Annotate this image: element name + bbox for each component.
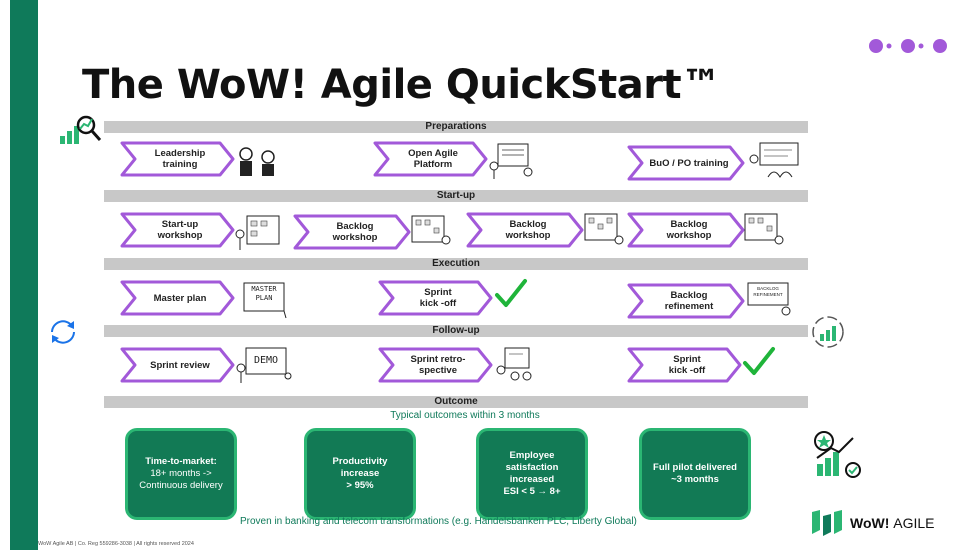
step-startup-workshop: Start-up workshop — [120, 212, 235, 248]
brand-side-bar — [10, 0, 38, 550]
proven-caption: Proven in banking and telecom transforma… — [240, 516, 637, 527]
wow-agile-logo: WoW! AGILE — [812, 510, 935, 536]
step-master-plan: Master plan — [120, 280, 235, 316]
outcome-time-to-market: Time-to-market: 18+ months -> Continuous… — [125, 428, 237, 520]
outcome-productivity: Productivity increase > 95% — [304, 428, 416, 520]
step-open-agile-platform: Open Agile Platform — [373, 141, 488, 177]
outcome-full-pilot: Full pilot delivered ~3 months — [639, 428, 751, 520]
growth-star-check-icon — [814, 431, 861, 478]
step-sprint-review: Sprint review — [120, 347, 235, 383]
demo-sketch: DEMO — [236, 346, 292, 384]
backlog-sketch-icon-2 — [584, 213, 624, 245]
platform-sketch-icon — [489, 143, 533, 179]
phase-bar-outcome: Outcome — [104, 396, 808, 408]
phase-bar-startup: Start-up — [104, 190, 808, 202]
checkmark-icon — [495, 279, 527, 307]
phase-bar-execution: Execution — [104, 258, 808, 270]
retrospective-sketch-icon — [496, 347, 532, 381]
step-backlog-workshop-2: Backlog workshop — [466, 212, 584, 248]
step-buo-po-training: BuO / PO training — [627, 145, 745, 181]
leadership-sketch-icon — [239, 147, 275, 176]
backlog-refinement-sketch: BACKLOG REFINEMENT — [744, 281, 794, 319]
growth-cycle-icon — [812, 316, 844, 348]
phase-bar-followup: Follow-up — [104, 325, 808, 337]
cycle-arrows-icon — [51, 320, 75, 344]
step-backlog-refinement: Backlog refinement — [627, 283, 745, 319]
page-title: The WoW! Agile QuickStart™ — [82, 62, 721, 108]
growth-magnifier-icon — [60, 115, 102, 144]
dots-decoration-icon — [869, 39, 947, 53]
step-sprint-retrospective: Sprint retro- spective — [378, 347, 493, 383]
step-sprint-kickoff-followup: Sprint kick -off — [627, 347, 742, 383]
logo-wordmark: WoW! AGILE — [850, 515, 935, 531]
master-plan-sketch: MASTER PLAN — [238, 281, 288, 319]
workshop-sketch-icon — [235, 215, 280, 250]
phase-bar-preparations: Preparations — [104, 121, 808, 133]
footer-copyright: WoW Agile AB | Co. Reg 559286-3038 | All… — [38, 541, 194, 547]
training-sketch-icon — [749, 142, 799, 178]
backlog-sketch-icon-1 — [411, 215, 451, 245]
typical-outcomes-caption: Typical outcomes within 3 months — [390, 410, 540, 421]
step-backlog-workshop-1: Backlog workshop — [293, 214, 411, 250]
wow-logo-icon — [812, 510, 842, 536]
outcome-employee-satisfaction: Employee satisfaction increased ESI < 5 … — [476, 428, 588, 520]
step-backlog-workshop-3: Backlog workshop — [627, 212, 745, 248]
step-sprint-kickoff-exec: Sprint kick -off — [378, 280, 493, 316]
checkmark-icon — [743, 347, 775, 375]
backlog-sketch-icon-3 — [744, 213, 784, 245]
step-leadership-training: Leadership training — [120, 141, 235, 177]
